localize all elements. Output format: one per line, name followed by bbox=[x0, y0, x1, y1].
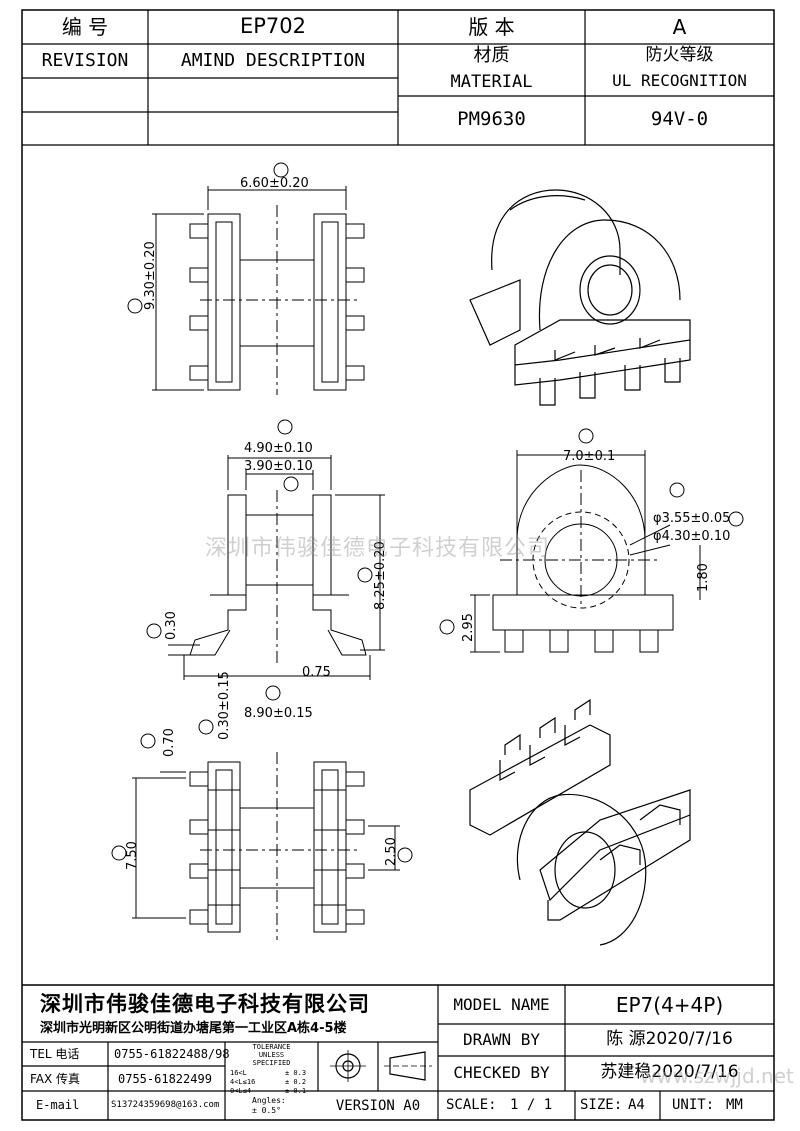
outer-frame bbox=[21, 9, 775, 1121]
dim-a-value: 6.60±0.20 bbox=[240, 176, 309, 191]
header-grid bbox=[22, 10, 774, 146]
model-name: EP7(4+4P) bbox=[615, 993, 724, 1017]
tel-label: TEL 电话 bbox=[30, 1047, 80, 1061]
ul-cn: 防火等级 bbox=[645, 45, 714, 65]
tol-value-3: ± 0.1 bbox=[285, 1087, 307, 1095]
size-value: A4 bbox=[628, 1097, 645, 1113]
tol-value-1: ± 0.3 bbox=[285, 1069, 307, 1077]
size-label: SIZE: bbox=[580, 1097, 623, 1113]
tol-range-2: 4<L≤16 bbox=[230, 1078, 256, 1086]
angles-label: Angles: bbox=[252, 1096, 286, 1105]
dim-i-value: 2.95 bbox=[461, 613, 476, 642]
unit-value: MM bbox=[726, 1097, 743, 1113]
bottom-view bbox=[111, 733, 413, 940]
checked-by-label: CHECKED BY bbox=[453, 1063, 550, 1082]
dim-b-value: 9.30±0.20 bbox=[143, 241, 158, 310]
site-watermark: www.szwjjd.net bbox=[640, 1064, 794, 1088]
side-view bbox=[439, 428, 744, 653]
title-block-grid bbox=[22, 984, 774, 1120]
dim-pin-value: 0.75 bbox=[302, 665, 331, 680]
scale-value: 1 / 1 bbox=[510, 1097, 553, 1113]
revision-label: REVISION bbox=[41, 50, 129, 71]
dim-g-value: 0.30±0.15 bbox=[217, 671, 232, 740]
unit-label: UNIT: bbox=[672, 1097, 715, 1113]
company-address: 深圳市光明新区公明街道办塘尾第一工业区A栋4-5楼 bbox=[40, 1021, 347, 1036]
dim-h-value: 8.90±0.15 bbox=[244, 706, 313, 721]
email-value: S13724359698@163.com bbox=[111, 1100, 220, 1110]
ul-en: UL RECOGNITION bbox=[612, 71, 747, 90]
dim-c-value: 4.90±0.10 bbox=[244, 441, 313, 456]
number-value: EP702 bbox=[239, 14, 306, 38]
dim-offset-value: 1.80 bbox=[696, 563, 711, 592]
angles-value: ± 0.5° bbox=[252, 1106, 281, 1115]
dim-o-value: 7.50 bbox=[125, 841, 140, 870]
version-a0: VERSION A0 bbox=[335, 1098, 421, 1114]
amend-label: AMIND DESCRIPTION bbox=[180, 50, 366, 71]
ul-value: 94V-0 bbox=[650, 108, 709, 130]
tol-value-2: ± 0.2 bbox=[285, 1078, 307, 1086]
tolerance-sub1: UNLESS bbox=[258, 1051, 285, 1059]
dim-f-value: 0.30 bbox=[164, 611, 179, 640]
tol-range-3: 0<L≤4 bbox=[230, 1087, 252, 1095]
material-value: PM9630 bbox=[457, 108, 526, 130]
email-label: E-mail bbox=[36, 1098, 80, 1112]
tolerance-sub2: SPECIFIED bbox=[252, 1059, 291, 1067]
material-cn: 材质 bbox=[473, 45, 510, 66]
number-label: 编 号 bbox=[61, 15, 109, 39]
tol-range-1: 16<L bbox=[230, 1069, 247, 1077]
dim-n-value: 2.50 bbox=[384, 837, 399, 866]
dim-k-value: φ3.55±0.05 bbox=[653, 511, 731, 526]
model-name-label: MODEL NAME bbox=[453, 995, 550, 1014]
drawn-by-label: DRAWN BY bbox=[462, 1030, 541, 1049]
iso-view-bottom bbox=[469, 698, 691, 946]
front-section-view bbox=[146, 419, 385, 735]
company-watermark: 深圳市伟骏佳德电子科技有限公司 bbox=[205, 536, 551, 561]
fax-value: 0755-61822499 bbox=[118, 1072, 212, 1086]
dim-l-value: φ4.30±0.10 bbox=[653, 529, 731, 544]
company-name: 深圳市伟骏佳德电子科技有限公司 bbox=[40, 992, 370, 1016]
iso-view-top bbox=[469, 189, 691, 406]
dim-d-value: 3.90±0.10 bbox=[244, 459, 313, 474]
checked-by: 苏建稳2020/7/16 bbox=[600, 1062, 739, 1082]
drawn-by: 陈 源2020/7/16 bbox=[606, 1029, 733, 1049]
tel-value: 0755-61822488/98 bbox=[114, 1047, 230, 1061]
top-view bbox=[127, 162, 365, 395]
fax-label: FAX 传真 bbox=[30, 1072, 81, 1086]
dim-j-value: 7.0±0.1 bbox=[563, 449, 616, 464]
dim-m-value: 0.70 bbox=[162, 728, 177, 757]
version-label: 版 本 bbox=[468, 15, 515, 39]
scale-label: SCALE: bbox=[446, 1097, 497, 1113]
material-en: MATERIAL bbox=[450, 72, 533, 92]
version-value: A bbox=[672, 15, 687, 39]
tolerance-title: TOLERANCE bbox=[252, 1043, 291, 1051]
